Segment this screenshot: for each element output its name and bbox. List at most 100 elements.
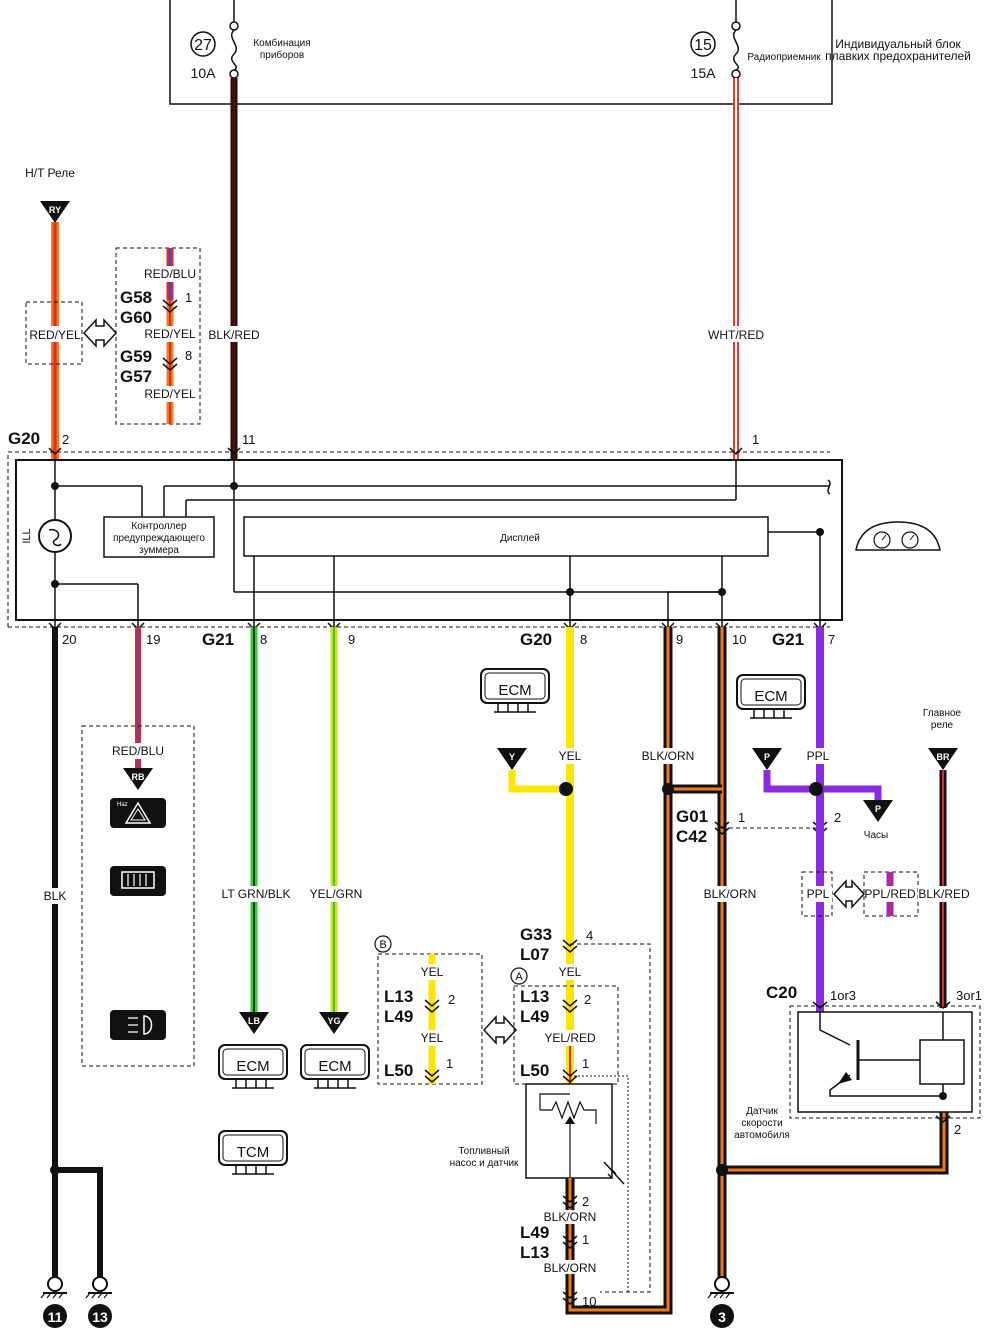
pin-g20-9: 9: [676, 632, 683, 647]
rear-defogger-switch-icon: [110, 866, 166, 896]
wire-label-blk-orn-1: BLK/ORN: [544, 1210, 597, 1224]
wire-label-ppl-red: PPL/RED: [864, 887, 916, 901]
connector-g21-right: G21: [772, 630, 804, 649]
pin-g01-2: 2: [834, 810, 841, 825]
fuse-27-icon: [231, 29, 237, 71]
pin-g20-11: 11: [242, 432, 256, 447]
ground-11: 11: [48, 1309, 63, 1325]
tcm-label: TCM: [237, 1144, 270, 1161]
wire-label-red-yel-low: RED/YEL: [144, 387, 196, 401]
wire-label-yel-red: YEL/RED: [544, 1031, 596, 1045]
buzzer-controller: [103, 516, 215, 558]
variant-b-box: B YEL L13 L49 2 YEL L50 1: [374, 935, 483, 1085]
pin-g59-8: 8: [185, 348, 192, 363]
fuse-15-number: 15: [694, 37, 712, 54]
ecm-lb-label: ECM: [236, 1058, 269, 1075]
fuse-15-icon: [733, 29, 739, 71]
ground-13: 13: [92, 1309, 108, 1325]
terminal-ry: RY: [49, 205, 61, 215]
main-relay-label-2: реле: [931, 720, 954, 731]
resistor-icon: [540, 1100, 597, 1124]
connector-g58: G58: [120, 288, 152, 307]
pin-g58-1: 1: [185, 290, 192, 305]
pin-c20-1or3: 1or3: [830, 988, 856, 1003]
connector-l49-bottom: L49: [520, 1223, 549, 1242]
fuse-15-label: Радиоприемник: [747, 52, 821, 63]
wire-label-blk: BLK: [44, 889, 67, 903]
wire-label-blk-orn-top: BLK/ORN: [642, 749, 695, 763]
wire-yel-grn: YEL/GRN: [308, 627, 364, 1015]
indicator-switch-box: [81, 725, 195, 1067]
wire-blk-orn-pump: 2 BLK/ORN L49 L13 1 BLK/ORN 10 BLK/ORN: [520, 627, 698, 1315]
connector-g20-top: G20: [8, 429, 40, 448]
ecm-yg-label: ECM: [318, 1058, 351, 1075]
pin-l13-a-2: 2: [584, 992, 591, 1007]
instrument-cluster-icon: [855, 521, 941, 551]
pin-pump-2: 2: [582, 1194, 589, 1209]
hazard-icon-text: Haz: [117, 802, 128, 808]
pin-g20-19: 19: [146, 632, 160, 647]
pin-c20-3or1: 3or1: [956, 988, 982, 1003]
wire-label-yel-b-low: YEL: [421, 1031, 444, 1045]
fuse-box-title-1: Индивидуальный блок: [835, 37, 961, 51]
fuse-15: 15 15A Радиоприемник: [690, 0, 821, 81]
terminal-rb: RB: [132, 772, 145, 782]
fuel-pump-label-2: насос и датчик: [450, 1158, 519, 1169]
wire-label-wht-red: WHT/RED: [708, 328, 764, 342]
alternative-arrow-icon: [82, 318, 118, 348]
wire-blk-red-sensor: BLK/RED: [918, 770, 970, 1008]
connector-mark-icon: [162, 299, 178, 313]
pin-l49-1: 1: [582, 1232, 589, 1247]
pin-g20-2: 2: [62, 432, 69, 447]
connector-g33: G33: [520, 925, 552, 944]
wire-label-red-blu-top: RED/BLU: [144, 267, 196, 281]
wire-label-ppl-alt: PPL: [807, 887, 830, 901]
connector-l49-b: L49: [384, 1007, 413, 1026]
pin-l50-b-1: 1: [446, 1056, 453, 1071]
variant-a-box: A L13 L49 2 YEL/RED L50 1: [510, 967, 619, 1085]
pin-l13-b-2: 2: [448, 992, 455, 1007]
ill-label: ILL: [21, 528, 33, 543]
buzzer-label-2: предупреждающего: [113, 533, 205, 544]
fuse-27-label-2: приборов: [260, 49, 304, 61]
pin-l50-a-1: 1: [582, 1056, 589, 1071]
pin-g20-1: 1: [752, 432, 759, 447]
wire-label-ppl: PPL: [807, 749, 830, 763]
connector-l13-a: L13: [520, 987, 549, 1006]
wire-lt-grn-blk: LT GRN/BLK: [220, 627, 292, 1015]
wire-red-blu: RED/BLU: [81, 627, 195, 1067]
connector-g01: G01: [676, 807, 708, 826]
fog-lamp-switch-icon: [110, 1010, 166, 1040]
speed-sensor-label-1: Датчик: [746, 1106, 778, 1117]
main-relay-label-1: Главное: [923, 708, 962, 719]
connector-g57: G57: [120, 367, 152, 386]
illumination-lamp-icon: [38, 519, 72, 553]
wire-label-blk-orn-ground: BLK/ORN: [704, 887, 757, 901]
pin-g21-9: 9: [348, 632, 355, 647]
wire-label-blk-orn-2: BLK/ORN: [544, 1261, 597, 1275]
terminal-yg: YG: [327, 1016, 340, 1026]
terminal-lb: LB: [248, 1016, 260, 1026]
combination-meter: ILL Контроллер предупреждающего зуммера …: [15, 459, 843, 627]
pin-g33-4: 4: [586, 928, 593, 943]
wire-label-red-yel-mid: RED/YEL: [144, 327, 196, 341]
buzzer-label-3: зуммера: [139, 545, 179, 556]
connector-c42: C42: [676, 827, 707, 846]
fuel-pump-sender: Топливный насос и датчик: [450, 1083, 625, 1185]
clock-label: Часы: [864, 830, 888, 841]
wire-wht-red-main: WHT/RED: [706, 78, 766, 460]
terminal-p-left: P: [764, 752, 770, 762]
connector-l50-a: L50: [520, 1061, 549, 1080]
connector-l07: L07: [520, 945, 549, 964]
pin-g21-7: 7: [828, 632, 835, 647]
pin-g21-8: 8: [260, 632, 267, 647]
pin-g01-1: 1: [738, 810, 745, 825]
buzzer-label-1: Контроллер: [131, 521, 187, 532]
fuse-27: 27 10A Комбинация приборов: [190, 0, 311, 81]
connector-g21-left: G21: [202, 630, 234, 649]
fuse-27-rating: 10A: [191, 65, 217, 81]
fuse-27-label-1: Комбинация: [253, 37, 310, 49]
connector-l13-b: L13: [384, 987, 413, 1006]
fuse-box: Индивидуальный блок плавких предохраните…: [169, 0, 971, 105]
